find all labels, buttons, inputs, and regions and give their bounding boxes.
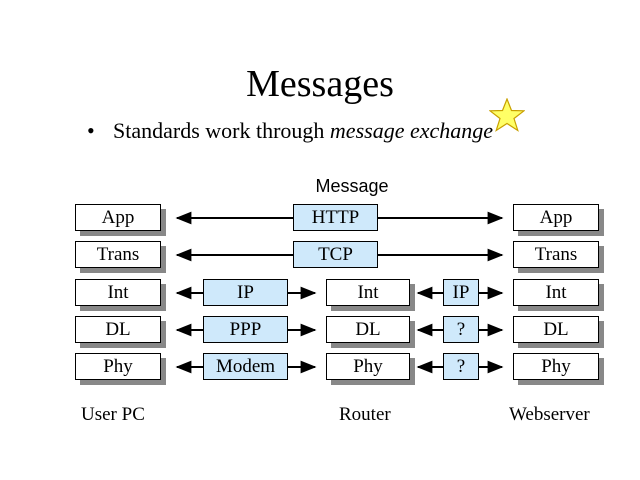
userpc-layer-dl: DL: [75, 316, 161, 343]
router-layer-dl: DL: [326, 316, 410, 343]
userpc-layer-int: Int: [75, 279, 161, 306]
protocol-ppp: PPP: [203, 316, 288, 343]
webserver-layer-phy: Phy: [513, 353, 599, 380]
webserver-layer-int: Int: [513, 279, 599, 306]
host-label-user-pc: User PC: [81, 404, 145, 425]
host-label-router: Router: [339, 404, 391, 425]
protocol-ip-right: IP: [443, 279, 479, 306]
webserver-layer-app: App: [513, 204, 599, 231]
userpc-layer-trans: Trans: [75, 241, 161, 268]
userpc-layer-phy: Phy: [75, 353, 161, 380]
protocol-http: HTTP: [293, 204, 378, 231]
protocol-unknown-dl: ?: [443, 316, 479, 343]
slide-title: Messages: [246, 63, 394, 105]
protocol-ip-left: IP: [203, 279, 288, 306]
router-layer-phy: Phy: [326, 353, 410, 380]
router-layer-int: Int: [326, 279, 410, 306]
protocol-unknown-phy: ?: [443, 353, 479, 380]
host-label-webserver: Webserver: [509, 404, 590, 425]
protocol-modem: Modem: [203, 353, 288, 380]
userpc-layer-app: App: [75, 204, 161, 231]
bullet-italic: message exchange: [329, 118, 494, 143]
bullet-dot: •: [87, 118, 95, 143]
bullet-text: Standards work through message exchange: [113, 118, 493, 144]
message-label: Message: [315, 176, 389, 196]
webserver-layer-trans: Trans: [513, 241, 599, 268]
webserver-layer-dl: DL: [513, 316, 599, 343]
bullet-plain: Standards work through: [113, 118, 330, 143]
star-icon: [488, 97, 526, 137]
protocol-tcp: TCP: [293, 241, 378, 268]
